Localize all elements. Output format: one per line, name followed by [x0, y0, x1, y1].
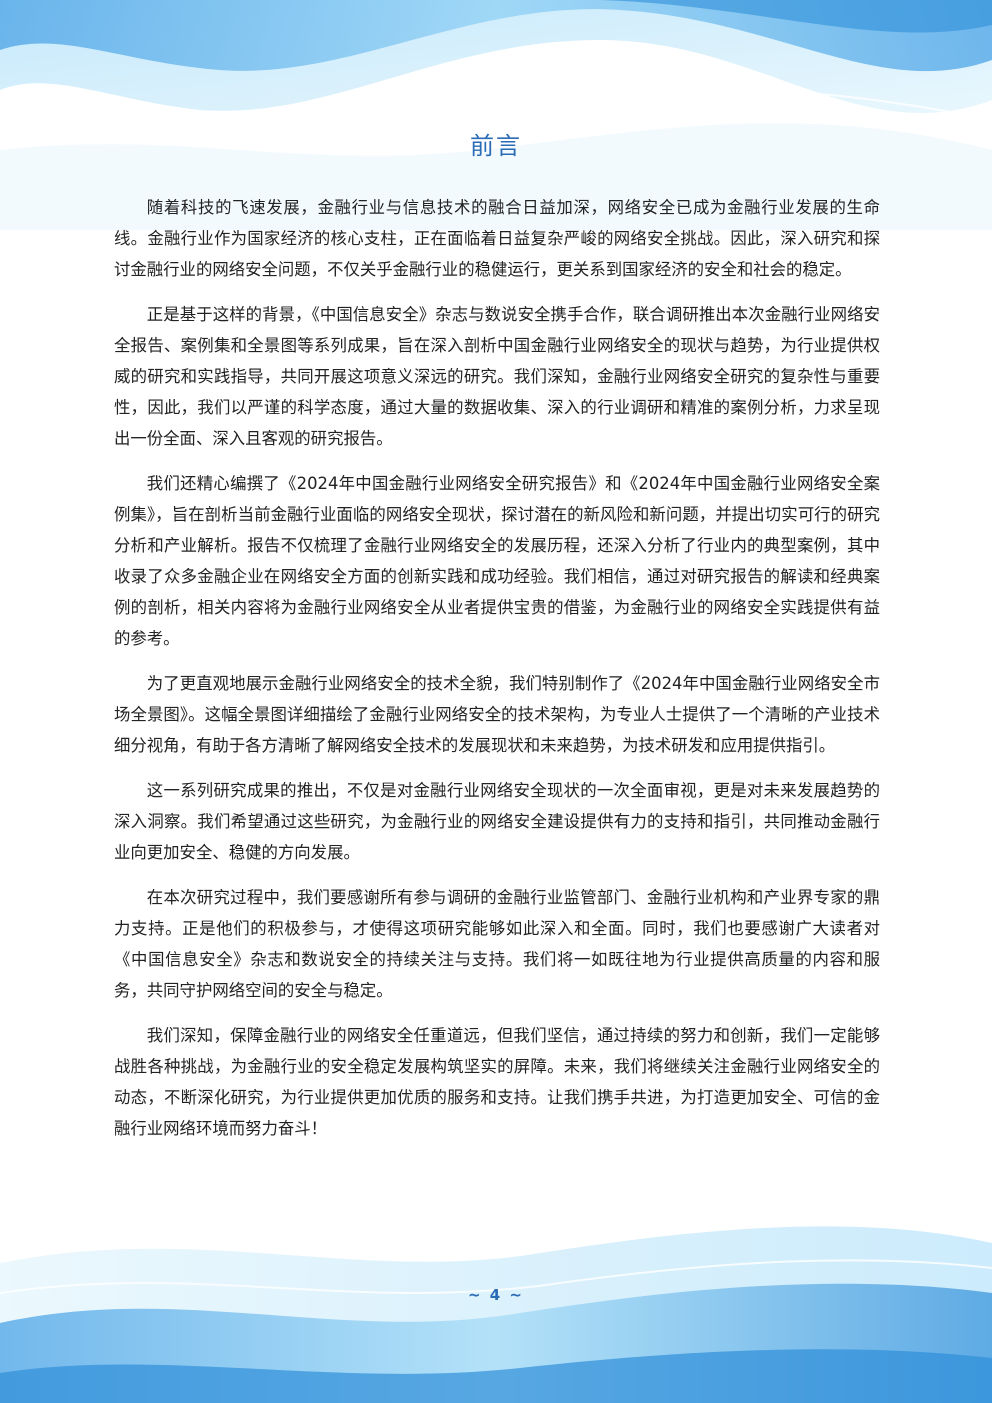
- paragraph: 我们深知，保障金融行业的网络安全任重道远，但我们坚信，通过持续的努力和创新，我们…: [114, 1026, 880, 1138]
- paragraph: 正是基于这样的背景，《中国信息安全》杂志与数说安全携手合作，联合调研推出本次金融…: [114, 305, 880, 448]
- paragraph: 我们还精心编撰了《2024年中国金融行业网络安全研究报告》和《2024年中国金融…: [114, 474, 880, 648]
- paragraph: 这一系列研究成果的推出，不仅是对金融行业网络安全现状的一次全面审视，更是对未来发…: [114, 781, 880, 862]
- paragraph: 随着科技的飞速发展，金融行业与信息技术的融合日益加深，网络安全已成为金融行业发展…: [114, 198, 880, 279]
- page-title: 前言: [470, 132, 522, 160]
- preface-body: 随着科技的飞速发展，金融行业与信息技术的融合日益加深，网络安全已成为金融行业发展…: [114, 192, 880, 1158]
- paragraph: 在本次研究过程中，我们要感谢所有参与调研的金融行业监管部门、金融行业机构和产业界…: [114, 888, 880, 1000]
- page-number: ~ 4 ~: [467, 1286, 525, 1304]
- paragraph: 为了更直观地展示金融行业网络安全的技术全貌，我们特别制作了《2024年中国金融行…: [114, 674, 880, 755]
